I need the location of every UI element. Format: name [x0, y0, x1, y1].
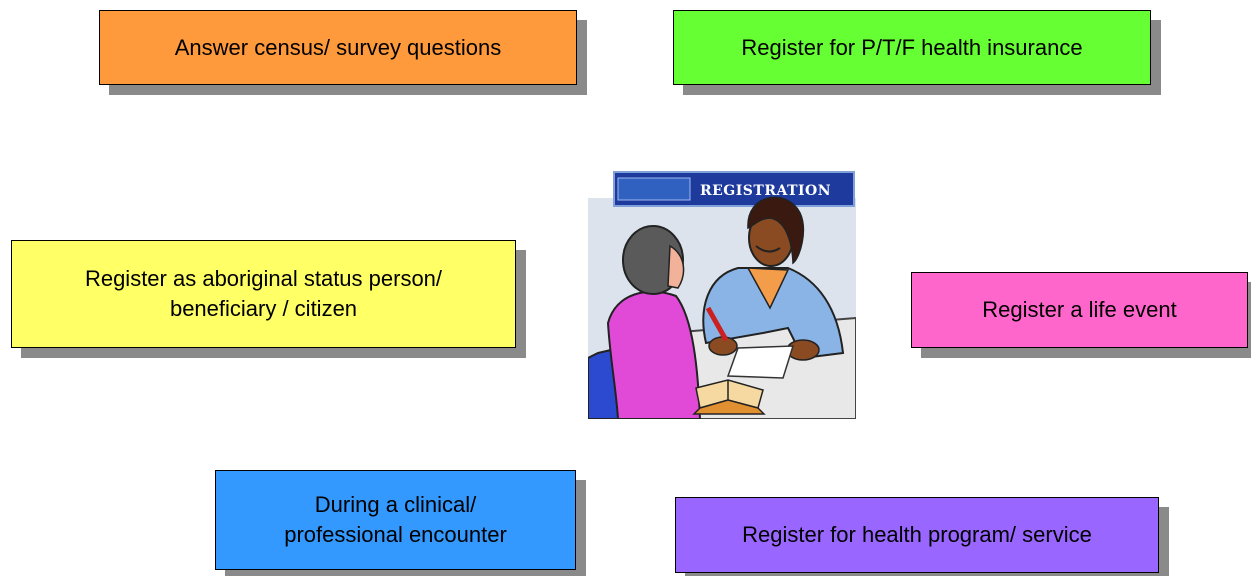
insurance-label: Register for P/T/F health insurance	[741, 34, 1083, 60]
clinical-text: During a clinical/ professional encounte…	[284, 490, 507, 550]
census-label: Answer census/ survey questions	[174, 34, 502, 60]
program-label: Register for health program/ service	[742, 522, 1092, 547]
aboriginal-text: Register as aboriginal status person/ be…	[85, 264, 442, 324]
program-box: Register for health program/ service	[675, 497, 1159, 573]
census-box: Answer census/ survey questions	[99, 10, 577, 85]
clipart-banner-text: REGISTRATION	[700, 183, 831, 199]
aboriginal-box: Register as aboriginal status person/ be…	[11, 240, 516, 348]
aboriginal-line-1: Register as aboriginal status person/	[84, 266, 443, 291]
life-event-box: Register a life event	[911, 272, 1248, 348]
clinical-box: During a clinical/ professional encounte…	[215, 470, 576, 570]
registration-clipart-icon: REGISTRATION	[588, 171, 856, 419]
aboriginal-line-2: beneficiary / citizen	[169, 296, 358, 321]
clinical-line-2: professional encounter	[284, 522, 507, 547]
insurance-box: Register for P/T/F health insurance	[673, 10, 1151, 85]
life-event-label: Register a life event	[982, 297, 1177, 322]
clinical-line-1: During a clinical/	[314, 492, 477, 517]
